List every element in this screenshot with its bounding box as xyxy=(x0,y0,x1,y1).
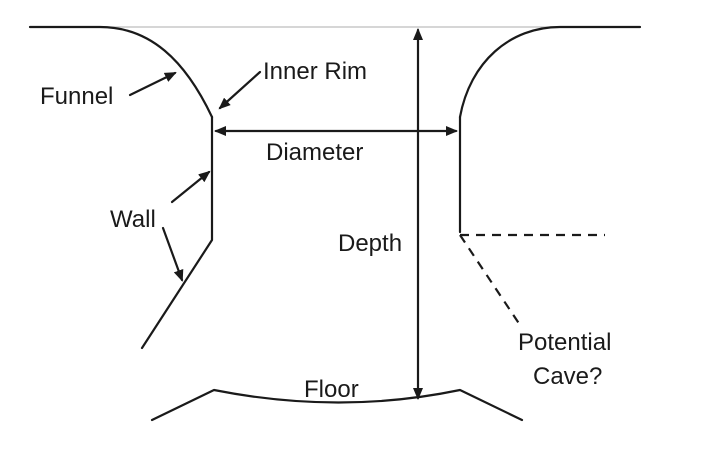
funnel-label: Funnel xyxy=(40,83,113,110)
wall-pointer-arrow-upper xyxy=(170,170,211,204)
inner-rim-pointer-arrow xyxy=(218,70,262,110)
cave-dashed-diagonal xyxy=(459,234,521,326)
left-wall xyxy=(140,115,214,350)
floor-curve xyxy=(150,388,524,422)
diameter-label: Diameter xyxy=(266,139,363,166)
depth-label: Depth xyxy=(338,230,402,257)
left-funnel-curve xyxy=(28,25,214,119)
funnel-pointer-arrow xyxy=(128,71,177,97)
wall-pointer-arrow-lower xyxy=(161,226,184,282)
potential-cave-label-line2: Cave? xyxy=(533,363,602,390)
inner-rim-label: Inner Rim xyxy=(263,58,367,85)
right-funnel-curve xyxy=(458,25,642,119)
potential-cave-label-line1: Potential xyxy=(518,329,611,356)
floor-label: Floor xyxy=(304,376,359,403)
wall-label: Wall xyxy=(110,206,156,233)
